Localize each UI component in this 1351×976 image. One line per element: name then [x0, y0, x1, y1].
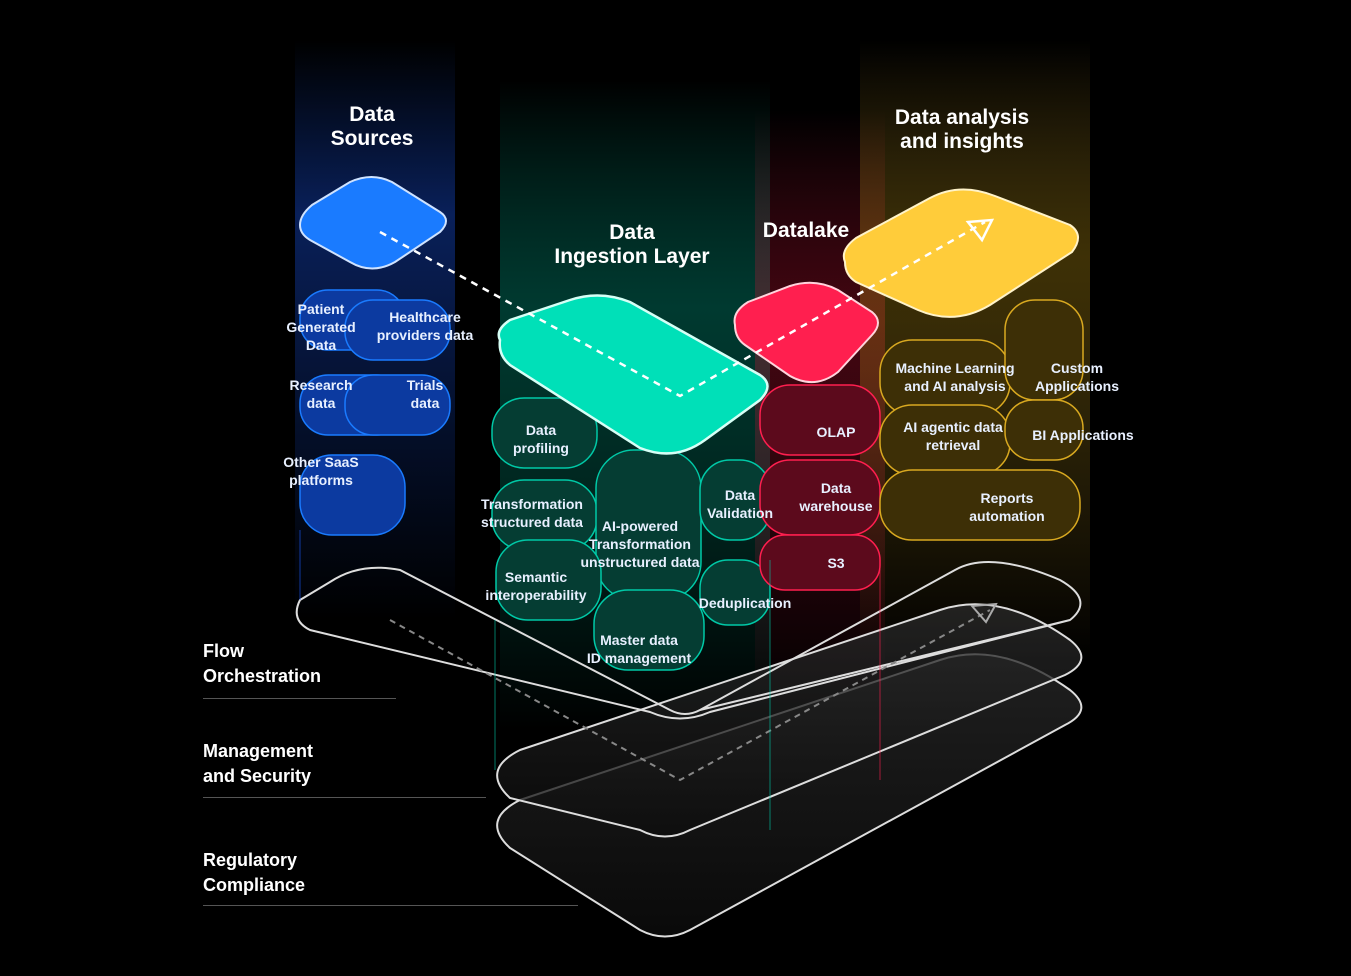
datalake-stack	[759, 384, 881, 591]
layer-divider-3	[203, 905, 578, 906]
layer-management-security: Management and Security	[203, 741, 314, 786]
analysis-agentic-retrieval: AI agentic data retrieval	[903, 419, 1003, 453]
layer-flow-orchestration: Flow Orchestration	[203, 641, 322, 686]
sources-platform	[298, 176, 447, 270]
source-research-data: Research data	[289, 377, 353, 411]
source-other-saas: Other SaaS platforms	[283, 454, 359, 488]
ingestion-data-validation: Data Validation	[706, 487, 774, 521]
data-flow-path	[379, 220, 986, 398]
ingestion-deduplication: Deduplication	[698, 595, 792, 611]
analysis-ml-ai: Machine Learning and AI analysis	[895, 360, 1015, 394]
flow-dashed-line	[389, 609, 991, 782]
analysis-platform	[842, 188, 1079, 318]
datalake-platform	[733, 281, 879, 383]
ingestion-master-data: Master data ID management	[586, 632, 692, 666]
analysis-custom-apps: Custom Applications	[1034, 360, 1120, 394]
datalake-title: Datalake	[762, 219, 850, 242]
flow-arrow-icon	[965, 218, 995, 243]
layer-regulatory-compliance: Regulatory Compliance	[203, 850, 306, 895]
analysis-title: Data analysis and insights	[894, 106, 1030, 153]
datalake-s3: S3	[827, 555, 845, 571]
datalake-warehouse: Data warehouse	[799, 480, 873, 514]
sources-stack	[299, 289, 451, 536]
ingestion-stack	[491, 397, 771, 671]
source-healthcare-providers: Healthcare providers data	[376, 309, 474, 343]
ingestion-transformation-structured: Transformation structured data	[481, 496, 583, 530]
plate-flow-orchestration	[295, 561, 1082, 720]
analysis-stack	[879, 299, 1084, 541]
flow-arrow-bottom-icon	[969, 602, 998, 624]
guide-lines	[299, 530, 881, 830]
datalake-olap: OLAP	[816, 424, 856, 440]
ingestion-ai-transformation: AI-powered Transformation unstructured d…	[580, 518, 700, 570]
ingestion-semantic-interop: Semantic interoperability	[485, 569, 587, 603]
sources-title: Data Sources	[330, 103, 414, 150]
source-trials-data: Trials data	[406, 377, 444, 411]
layer-divider-1	[203, 698, 396, 699]
source-patient-data: Patient Generated Data	[286, 301, 356, 353]
ingestion-data-profiling: Data profiling	[513, 422, 569, 456]
analysis-bi-apps: BI Applications	[1032, 427, 1134, 443]
analysis-reports-automation: Reports automation	[969, 490, 1045, 524]
layer-divider-2	[203, 797, 486, 798]
ingestion-title: Data Ingestion Layer	[554, 221, 710, 268]
